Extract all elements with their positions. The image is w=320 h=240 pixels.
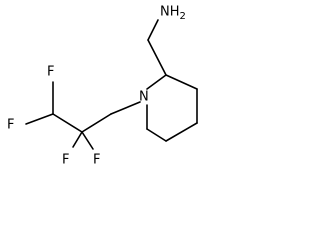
bond-cf2-f3 <box>81 131 94 150</box>
bond-cf2-chf2 <box>52 113 83 133</box>
bond-c2-ch2 <box>147 39 167 76</box>
tetrafluoropropyl-chain <box>25 81 141 150</box>
fluorine-label-4: F <box>62 153 69 168</box>
ring-nitrogen-label: N <box>139 90 149 105</box>
bond-n-ch2 <box>110 101 141 115</box>
bond-n-c2 <box>146 74 167 90</box>
molecule-structure: NH2 N F F F F <box>7 5 198 168</box>
fluorine-label-3: F <box>93 153 100 168</box>
bond-c4-c5 <box>165 122 198 142</box>
fluorine-label-1: F <box>47 65 54 80</box>
bond-ch2-nh2 <box>147 19 159 41</box>
bond-chf2-f2 <box>25 113 54 125</box>
bond-c2-c3 <box>165 74 198 90</box>
amine-label: NH2 <box>160 5 186 22</box>
bond-ch2-cf2 <box>81 113 112 133</box>
fluorine-label-2: F <box>7 118 14 133</box>
aminomethyl-group <box>147 19 167 76</box>
bond-cf2-f4 <box>72 131 83 148</box>
piperidine-ring <box>146 74 198 142</box>
bond-c5-c6 <box>146 128 167 142</box>
